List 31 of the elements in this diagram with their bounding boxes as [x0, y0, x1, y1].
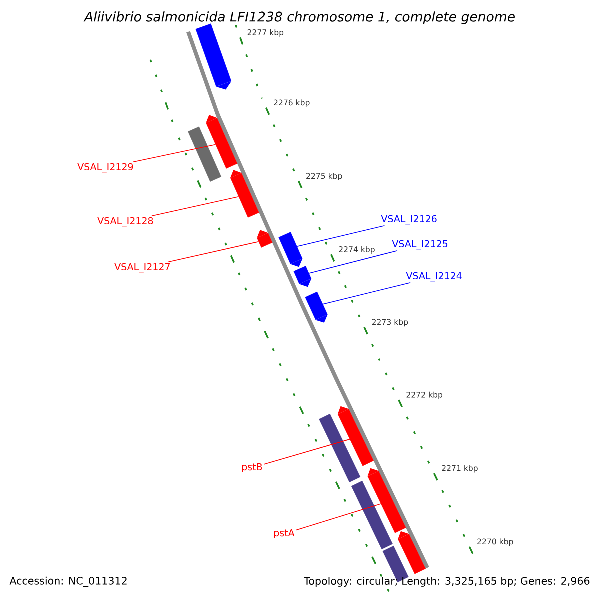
gene-bar [351, 480, 393, 550]
title: Aliivibrio salmonicida LFI1238 chromosome 1, complete genome [84, 12, 515, 24]
gene-label: VSAL_I2127 [114, 263, 170, 273]
footer-text: Topology: circular; Length: 3,325,165 bp; Genes: 2,966 [304, 577, 590, 587]
leader-line [322, 282, 411, 305]
leader-line [132, 144, 216, 163]
gene-label: pstA [274, 530, 295, 538]
gene-block [338, 406, 374, 466]
leader-line [296, 225, 386, 248]
leader-line [308, 250, 398, 274]
leader-line [152, 196, 240, 217]
footer-text: Accession: NC_011312 [10, 576, 127, 588]
gene-label: VSAL_I2125 [392, 240, 448, 250]
gene-label: pstB [242, 464, 262, 472]
gene-label: VSAL_I2128 [98, 217, 154, 227]
gene-label: VSAL_I2126 [381, 215, 437, 225]
gene-label: VSAL_I2129 [78, 163, 134, 173]
gene-label: VSAL_I2124 [406, 272, 462, 282]
gene-bar [188, 126, 222, 182]
gene-block [257, 230, 273, 248]
gene-block [196, 24, 232, 90]
gene-block [368, 468, 406, 534]
gene-block [398, 531, 426, 574]
gene-block [278, 232, 303, 268]
leader-line [264, 439, 350, 465]
gene-block [206, 115, 238, 169]
gene-block [305, 292, 328, 323]
gene-bar [319, 414, 361, 482]
gene-block [230, 170, 260, 218]
leader-line [296, 504, 382, 531]
leader-line [168, 241, 260, 263]
